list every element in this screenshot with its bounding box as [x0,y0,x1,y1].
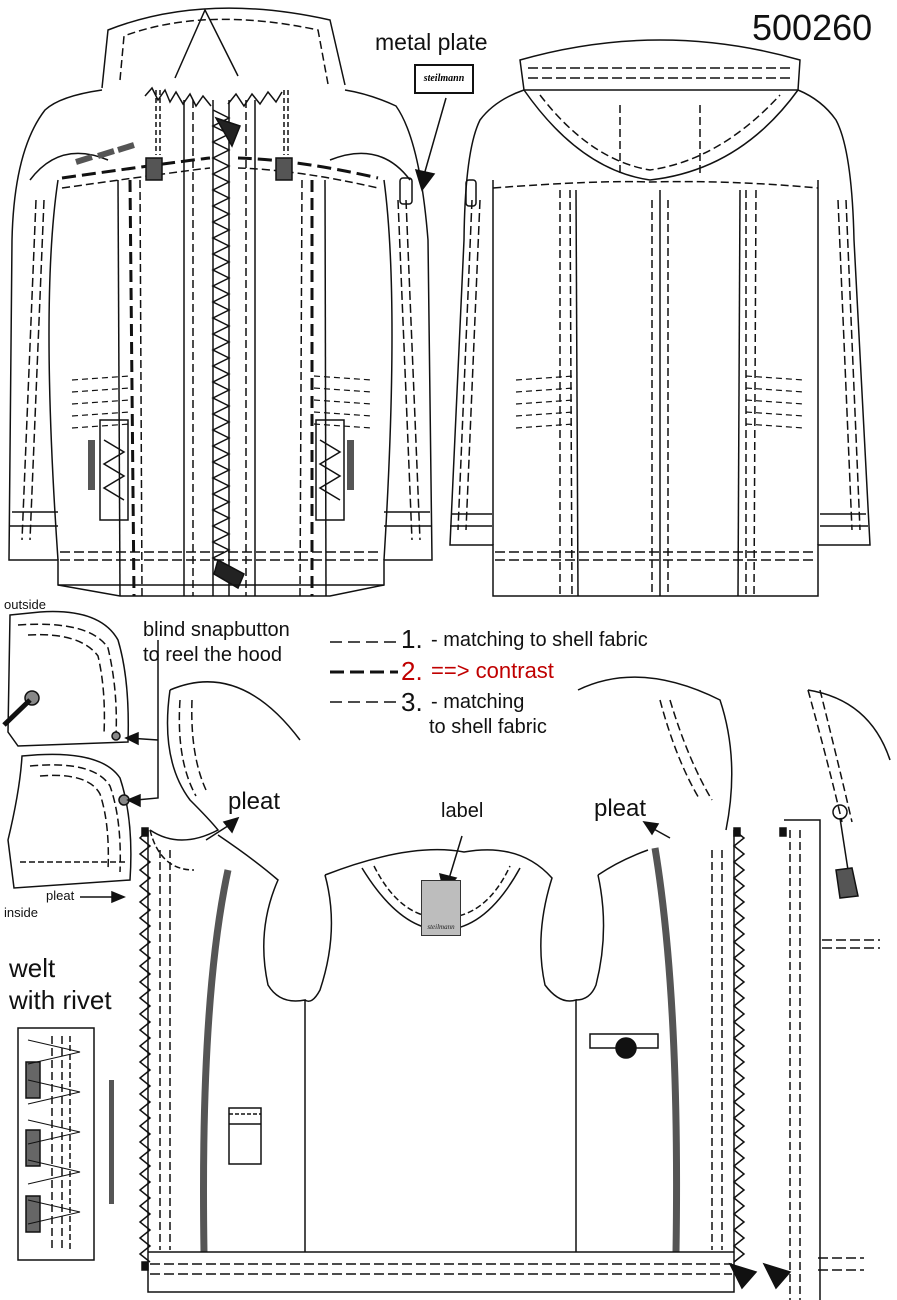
legend-1-text: - matching to shell fabric [431,629,648,651]
hood-detail-outside [2,610,130,747]
hood-pleat-label: pleat [46,888,75,903]
legend-1-number: 1. [401,624,423,654]
brand-label-tag: steilmann [421,880,461,936]
label-callout: label [441,800,484,822]
legend-2-text: ==> contrast [431,658,554,683]
metal-plate-brand: steilmann [414,64,474,94]
metal-plate-arrow [414,97,447,192]
inner-view [138,676,792,1293]
blind-snap-label-line2: to reel the hood [143,644,282,666]
pleat-right-label: pleat [594,795,647,822]
welt-detail [17,1027,114,1261]
legend-2-number: 2. [401,656,423,686]
blind-snap-label-line1: blind snapbutton [143,619,290,641]
hood-side-view [779,689,891,1300]
pleat-left-label: pleat [228,788,281,815]
legend-3-text-line1: - matching [431,691,525,713]
hood-outside-label: outside [4,597,46,612]
front-view [8,7,433,597]
welt-label-line2: with rivet [9,985,112,1015]
legend-3-number: 3. [401,687,423,717]
blind-snap-arrows [80,640,159,904]
brand-label-text: steilmann [427,923,455,931]
back-view [449,39,871,597]
welt-label-line1: welt [9,953,56,983]
style-number: 500260 [752,7,873,48]
legend-3-text-line2: to shell fabric [429,716,547,738]
legend-lines [330,641,398,703]
hood-inside-label: inside [4,905,38,920]
hood-detail-inside [7,753,132,889]
metal-plate-label: metal plate [375,29,488,55]
